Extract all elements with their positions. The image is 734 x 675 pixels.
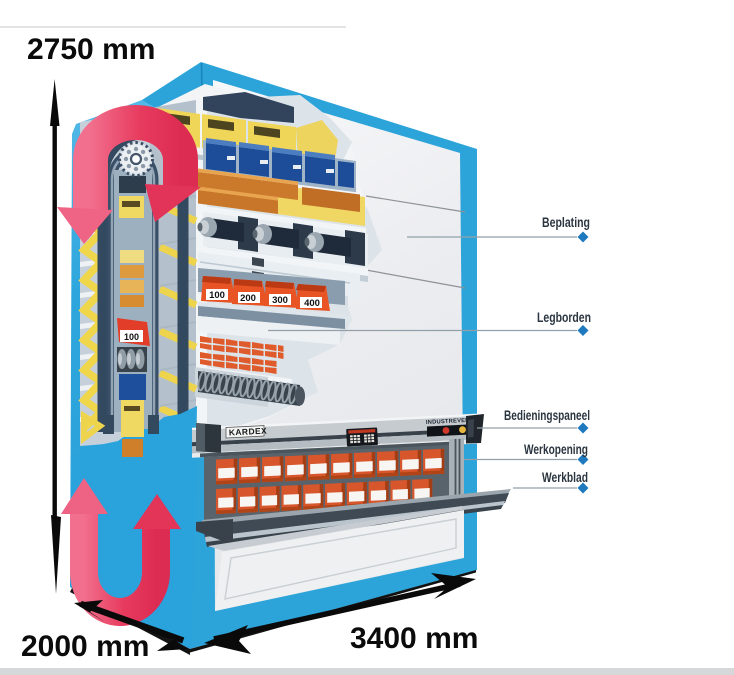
svg-text:Beplating: Beplating <box>542 215 590 230</box>
svg-text:Werkopening: Werkopening <box>524 442 588 457</box>
svg-text:2000 mm: 2000 mm <box>21 630 149 663</box>
svg-text:300: 300 <box>272 295 288 306</box>
svg-text:KARDEX: KARDEX <box>229 426 268 438</box>
svg-text:Werkblad: Werkblad <box>542 470 588 485</box>
svg-text:100: 100 <box>124 332 139 342</box>
svg-text:INDUSTREVER: INDUSTREVER <box>426 418 471 426</box>
svg-text:400: 400 <box>304 298 320 309</box>
svg-text:2750 mm: 2750 mm <box>27 33 155 66</box>
svg-text:100: 100 <box>209 290 225 301</box>
svg-text:Bedieningspaneel: Bedieningspaneel <box>504 408 590 423</box>
svg-text:3400 mm: 3400 mm <box>350 622 478 655</box>
svg-text:200: 200 <box>240 293 256 304</box>
svg-text:Legborden: Legborden <box>537 310 591 325</box>
